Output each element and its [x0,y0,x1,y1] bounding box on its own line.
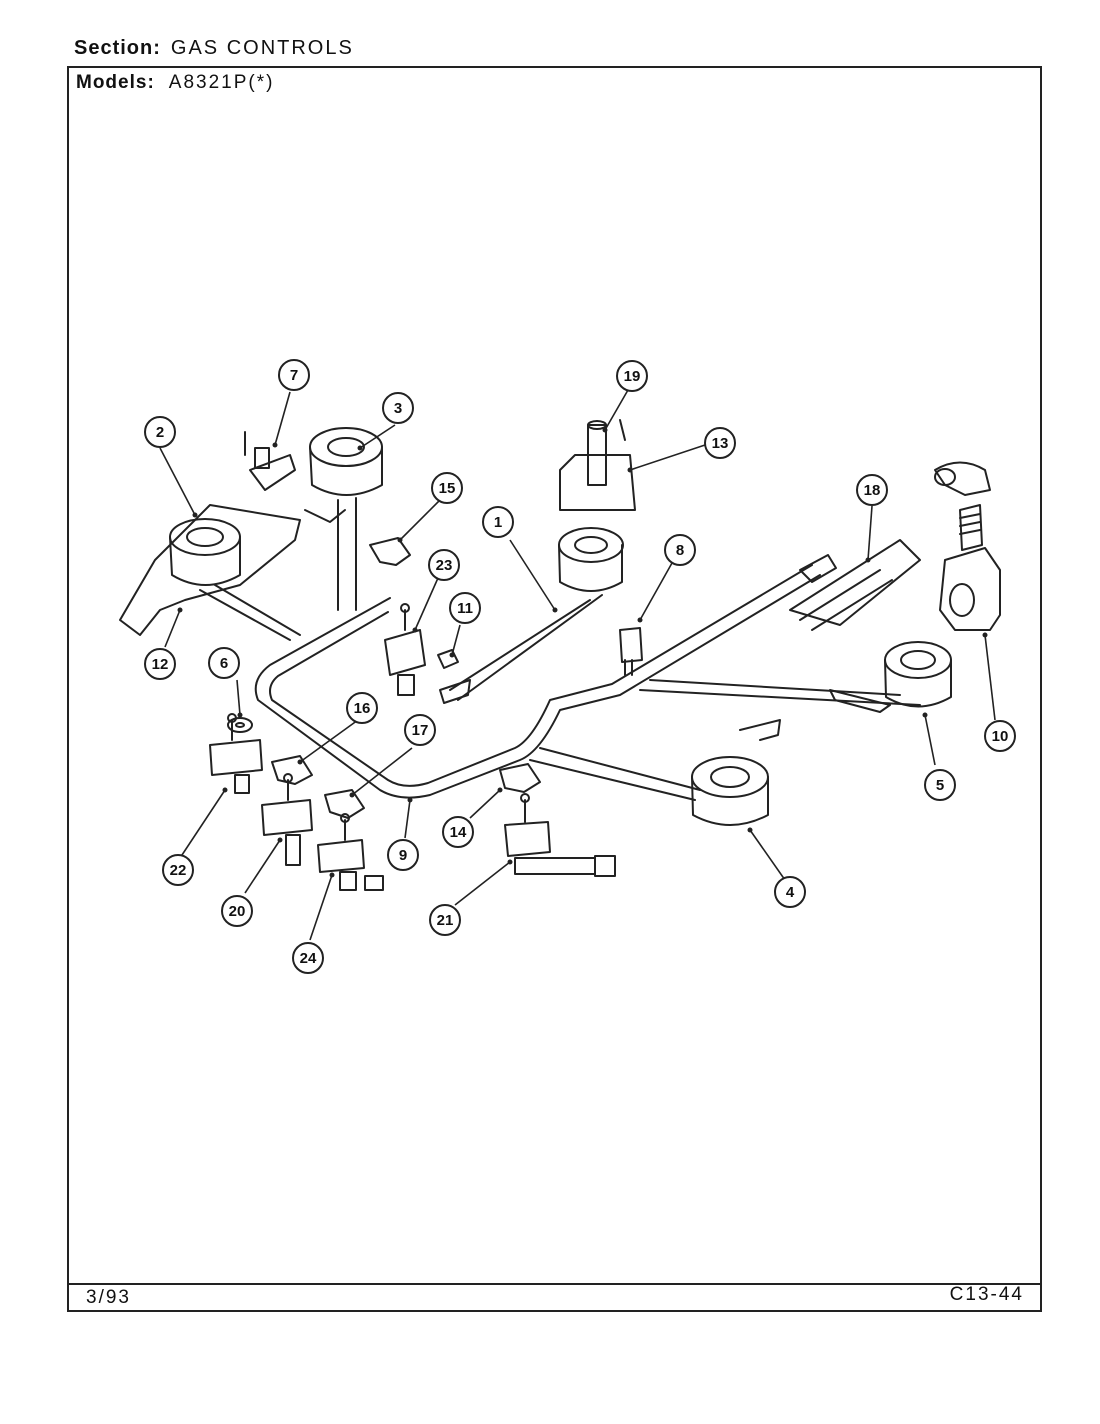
callout-22-label: 22 [170,862,187,879]
callout-23-label: 23 [436,557,453,574]
callout-7: 7 [278,359,310,391]
callout-21-label: 21 [437,912,454,929]
callout-5-label: 5 [936,777,944,794]
burner-1-top [558,527,624,563]
callout-12: 12 [144,648,176,680]
burner-1-body [558,544,623,592]
nipple [959,504,983,551]
callout-19: 19 [616,360,648,392]
revision-date: 3/93 [86,1287,131,1308]
diagram-frame [67,66,1042,1312]
callout-16: 16 [346,692,378,724]
callout-14-label: 14 [450,824,467,841]
burner-5-body [884,659,952,708]
callout-13: 13 [704,427,736,459]
models-value: A8321P(*) [168,72,275,93]
rear-rail [639,689,921,706]
callout-5: 5 [924,769,956,801]
callout-22: 22 [162,854,194,886]
callout-24: 24 [292,942,324,974]
bracket-7 [249,454,296,491]
callout-18-label: 18 [864,482,881,499]
callout-1: 1 [482,506,514,538]
section-heading: Section: GAS CONTROLS [74,37,354,60]
elbow [934,461,991,496]
cap-17 [324,789,365,819]
callout-2-label: 2 [156,424,164,441]
bracket-13 [559,454,636,511]
callout-8-label: 8 [676,542,684,559]
callout-11-label: 11 [457,600,473,617]
callout-10: 10 [984,720,1016,752]
callout-11: 11 [449,592,481,624]
callout-14: 14 [442,816,474,848]
bracket-2 [119,504,301,636]
burner-3-body [309,446,383,496]
burner-2-body [169,536,241,586]
callout-13-label: 13 [712,435,729,452]
callout-6-label: 6 [220,655,228,672]
washer-6 [227,717,253,733]
callout-9: 9 [387,839,419,871]
callout-3: 3 [382,392,414,424]
regulator [939,547,1001,631]
callout-24-label: 24 [300,950,317,967]
burner-4-top [691,756,769,798]
callout-19-label: 19 [624,368,641,385]
callout-16-label: 16 [354,700,371,717]
callout-15: 15 [431,472,463,504]
callout-7-label: 7 [290,367,298,384]
callout-8: 8 [664,534,696,566]
inlet-pipe [799,554,837,583]
callout-9-label: 9 [399,847,407,864]
burner-3-top [309,427,383,467]
models-label: Models: [76,72,155,93]
manifold-tube-inner [269,564,813,787]
callout-15-label: 15 [439,480,456,497]
callout-2: 2 [144,416,176,448]
valve-20 [261,773,313,866]
callout-4-label: 4 [786,884,795,901]
callout-10-label: 10 [992,728,1009,745]
callout-6: 6 [208,647,240,679]
nut-11 [437,649,459,669]
manifold-tube [254,574,821,799]
section-value: GAS CONTROLS [170,37,354,59]
bracket-18 [789,539,921,626]
valve-21 [504,793,616,877]
callout-3-label: 3 [394,400,402,417]
footer-divider [67,1283,1042,1285]
callout-20-label: 20 [229,903,246,920]
callout-17: 17 [404,714,436,746]
callout-21: 21 [429,904,461,936]
burner-4-body [691,776,769,826]
callout-23: 23 [428,549,460,581]
models-heading: Models: A8321P(*) [76,72,274,94]
callout-1-label: 1 [494,514,502,531]
section-label: Section: [74,37,161,59]
valve-23 [384,603,426,696]
cap-14 [499,763,541,793]
burner-5-top [884,641,952,679]
callout-17-label: 17 [412,722,429,739]
callout-18: 18 [856,474,888,506]
callout-12-label: 12 [152,656,169,673]
callout-20: 20 [221,895,253,927]
rear-rail-2 [649,679,901,696]
burner-1-tube [449,594,603,701]
cap-16 [271,755,313,785]
page-code: C13-44 [949,1284,1024,1305]
burner-2-top [169,518,241,556]
callout-4: 4 [774,876,806,908]
orifice-8 [619,627,643,663]
valve-24 [317,813,384,891]
cap-15 [369,537,411,566]
